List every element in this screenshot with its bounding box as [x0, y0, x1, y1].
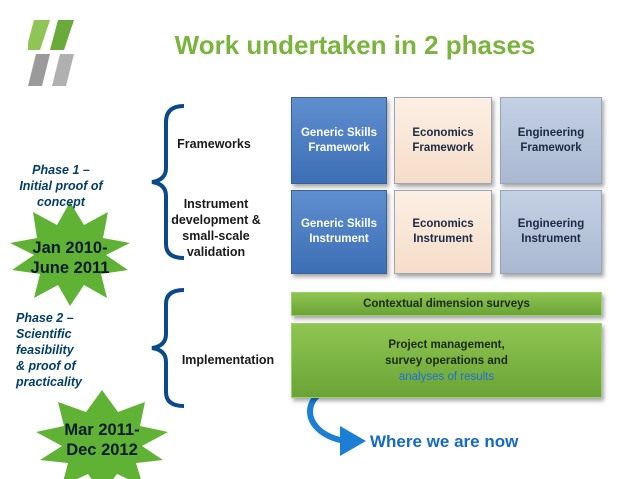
brace-phase1 — [151, 104, 185, 260]
phase2-label: Phase 2 – Scientific feasibility & proof… — [16, 311, 83, 389]
phase2-dates: Mar 2011- Dec 2012 — [64, 421, 140, 459]
star-burst-phase1 — [10, 202, 130, 306]
row-label-implementation: Implementation — [181, 353, 275, 367]
analyses-highlight: analyses of results — [398, 370, 495, 383]
oecd-logo-icon — [28, 20, 74, 86]
row-label-instrument: Instrument development & small-scale val… — [171, 197, 261, 259]
phase1-dates: Jan 2010- June 2011 — [30, 239, 110, 277]
row-label-frameworks: Frameworks — [177, 137, 251, 151]
phase1-label: Phase 1 – Initial proof of concept — [19, 163, 103, 209]
slide-title: Work undertaken in 2 phases — [174, 30, 536, 60]
brace-phase2 — [151, 288, 185, 408]
where-we-are-now-label: Where we are now — [370, 432, 519, 451]
project-management-box: Project management, survey operations an… — [291, 323, 602, 398]
contextual-surveys-bar: Contextual dimension surveys — [291, 292, 602, 316]
star-burst-phase2 — [36, 390, 168, 479]
